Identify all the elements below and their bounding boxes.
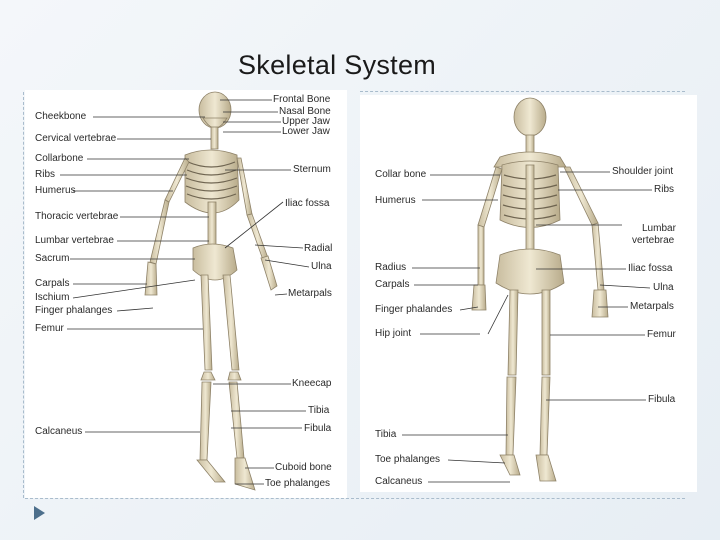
back-skeleton-illustration xyxy=(360,95,697,492)
label-finger-phalanges: Finger phalanges xyxy=(35,305,112,316)
label-metarpals-back: Metarpals xyxy=(630,301,674,312)
label-ischium: Ischium xyxy=(35,292,69,303)
label-shoulder-joint: Shoulder joint xyxy=(612,166,673,177)
label-calcaneus: Calcaneus xyxy=(35,426,82,437)
label-ribs: Ribs xyxy=(35,169,55,180)
label-carpals: Carpals xyxy=(35,278,69,289)
label-ribs-back: Ribs xyxy=(654,184,674,195)
label-toe-phalanges-back: Toe phalanges xyxy=(375,454,440,465)
label-finger-phalandes: Finger phalandes xyxy=(375,304,452,315)
label-hip-joint: Hip joint xyxy=(375,328,411,339)
label-cuboid-bone: Cuboid bone xyxy=(275,462,332,473)
label-thoracic-vertebrae: Thoracic vertebrae xyxy=(35,211,118,222)
label-toe-phalanges: Toe phalanges xyxy=(265,478,330,489)
label-cheekbone: Cheekbone xyxy=(35,111,86,122)
label-frontal-bone: Frontal Bone xyxy=(273,94,330,105)
front-view-panel: Cheekbone Cervical vertebrae Collarbone … xyxy=(25,90,347,498)
label-iliac-fossa: Iliac fossa xyxy=(285,198,329,209)
label-tibia: Tibia xyxy=(308,405,329,416)
label-vertebrae: vertebrae xyxy=(632,235,674,246)
label-collar-bone: Collar bone xyxy=(375,169,426,180)
label-sternum: Sternum xyxy=(293,164,331,175)
label-sacrum: Sacrum xyxy=(35,253,69,264)
label-ulna-back: Ulna xyxy=(653,282,674,293)
label-humerus-back: Humerus xyxy=(375,195,416,206)
label-lumbar: Lumbar xyxy=(642,223,676,234)
slide-title: Skeletal System xyxy=(238,50,436,81)
label-radial: Radial xyxy=(304,243,332,254)
label-lower-jaw: Lower Jaw xyxy=(282,126,330,137)
label-ulna: Ulna xyxy=(311,261,332,272)
label-tibia-back: Tibia xyxy=(375,429,396,440)
back-view-panel: Collar bone Humerus Radius Carpals Finge… xyxy=(360,95,697,492)
label-iliac-fossa-back: Iliac fossa xyxy=(628,263,672,274)
label-carpals-back: Carpals xyxy=(375,279,409,290)
label-fibula: Fibula xyxy=(304,423,331,434)
divider-top xyxy=(360,91,685,92)
label-kneecap: Kneecap xyxy=(292,378,331,389)
label-radius: Radius xyxy=(375,262,406,273)
divider-left xyxy=(23,92,24,498)
label-lumbar-vertebrae: Lumbar vertebrae xyxy=(35,235,114,246)
label-cervical-vertebrae: Cervical vertebrae xyxy=(35,133,116,144)
slide-bullet-icon xyxy=(33,505,47,521)
divider-bottom xyxy=(25,498,685,499)
label-collarbone: Collarbone xyxy=(35,153,83,164)
label-femur: Femur xyxy=(35,323,64,334)
label-calcaneus-back: Calcaneus xyxy=(375,476,422,487)
label-humerus: Humerus xyxy=(35,185,76,196)
label-femur-back: Femur xyxy=(647,329,676,340)
label-metarpals: Metarpals xyxy=(288,288,332,299)
label-fibula-back: Fibula xyxy=(648,394,675,405)
